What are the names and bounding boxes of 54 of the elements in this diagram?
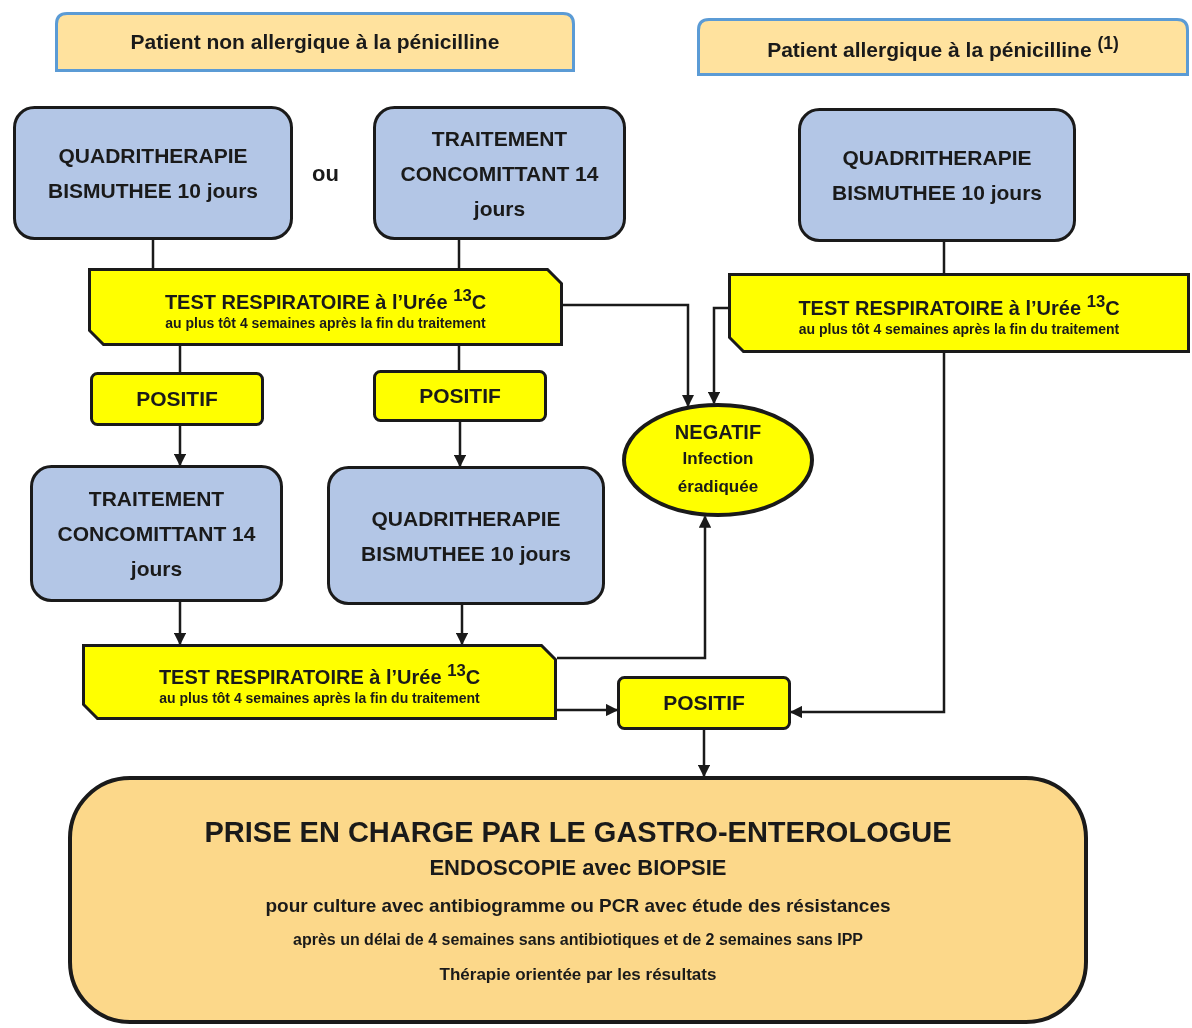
- arrow: [557, 515, 712, 660]
- arrow: [455, 605, 469, 646]
- referral-title: PRISE EN CHARGE PAR LE GASTRO-ENTEROLOGUE: [204, 815, 952, 849]
- result-text: POSITIF: [663, 691, 745, 715]
- treatment-box: [327, 466, 605, 605]
- treatment-box: [798, 108, 1076, 242]
- treatment-box: [30, 465, 283, 602]
- arrow: [563, 303, 695, 408]
- test-box: [88, 268, 563, 346]
- test-note: au plus tôt 4 semaines après la fin du traitement: [165, 314, 486, 331]
- treatment-box: [13, 106, 293, 240]
- treatment-text: QUADRITHERAPIE BISMUTHEE 10 jours: [359, 505, 572, 567]
- test-box: [728, 273, 1190, 353]
- test-title: TEST RESPIRATOIRE à l’Urée $^{13}$C: [164, 285, 487, 315]
- section-header-box: [697, 18, 1189, 76]
- result-text: NEGATIF: [674, 420, 762, 445]
- result-ellipse: [622, 403, 814, 517]
- connector-line: [457, 240, 461, 268]
- arrow: [557, 703, 619, 717]
- connector-word: ou: [312, 161, 339, 187]
- referral-box: [68, 776, 1088, 1024]
- arrow: [789, 353, 946, 719]
- referral-text: après un délai de 4 semaines sans antibiotiques et de 2 semaines sans IPP: [293, 930, 863, 949]
- treatment-text: TRAITEMENT CONCOMITTANT 14 jours: [56, 486, 257, 582]
- test-note: au plus tôt 4 semaines après la fin du traitement: [798, 320, 1120, 337]
- connector-line: [151, 240, 155, 268]
- arrow: [173, 602, 187, 646]
- connector-line: [457, 346, 461, 370]
- arrow: [707, 306, 728, 405]
- section-heading: Patient non allergique à la pénicilline: [129, 30, 501, 54]
- result-note: Infection éradiquée: [676, 448, 760, 498]
- arrow: [453, 422, 467, 468]
- referral-text: Thérapie orientée par les résultats: [439, 964, 717, 985]
- connector-line: [942, 242, 946, 273]
- treatment-text: QUADRITHERAPIE BISMUTHEE 10 jours: [830, 145, 1043, 206]
- result-box: [617, 676, 791, 730]
- treatment-text: TRAITEMENT CONCOMITTANT 14 jours: [399, 125, 600, 222]
- result-box: [90, 372, 264, 426]
- result-text: POSITIF: [136, 387, 218, 411]
- referral-text: ENDOSCOPIE avec BIOPSIE: [429, 854, 727, 881]
- section-header-box: [55, 12, 575, 72]
- treatment-box: [373, 106, 626, 240]
- connector-line: [178, 346, 182, 372]
- test-box: [82, 644, 557, 720]
- section-heading: Patient allergique à la pénicilline $^{(1)}$: [766, 32, 1120, 62]
- arrow: [173, 426, 187, 467]
- arrow: [697, 730, 711, 778]
- test-title: TEST RESPIRATOIRE à l’Urée $^{13}$C: [798, 291, 1120, 321]
- result-text: POSITIF: [419, 384, 501, 408]
- result-box: [373, 370, 547, 422]
- test-note: au plus tôt 4 semaines après la fin du traitement: [159, 689, 480, 706]
- treatment-text: QUADRITHERAPIE BISMUTHEE 10 jours: [46, 143, 259, 204]
- referral-text: pour culture avec antibiogramme ou PCR avec étude des résistances: [265, 894, 891, 917]
- test-title: TEST RESPIRATOIRE à l’Urée $^{13}$C: [158, 660, 481, 690]
